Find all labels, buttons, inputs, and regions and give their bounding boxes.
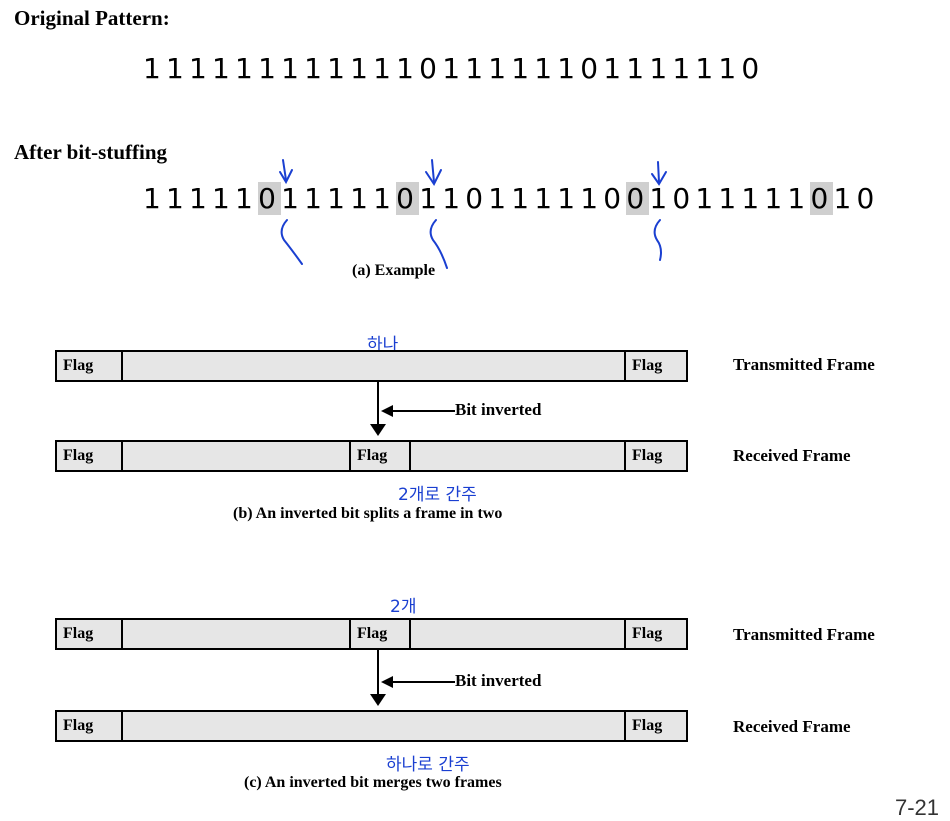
flag-end: Flag	[624, 620, 686, 648]
bit-inverted-pointer	[391, 681, 455, 683]
stuffed-bit-pattern: 11111011111011011111001011111010	[143, 182, 880, 216]
bit-inverted-arrow	[377, 382, 379, 428]
arrow-left-icon	[381, 405, 393, 417]
transmitted-frame: Flag Flag	[55, 350, 688, 382]
bit-segment: 110111110	[419, 182, 627, 215]
stuffed-zero-bit: 0	[396, 182, 420, 215]
arrow-left-icon	[381, 676, 393, 688]
transmitted-frame-label: Transmitted Frame	[733, 625, 875, 644]
received-frame-label: Received Frame	[733, 446, 851, 465]
caption-b: (b) An inverted bit splits a frame in tw…	[233, 505, 503, 522]
annotation-two-frames: 2개로 간주	[398, 485, 477, 505]
flag-end: Flag	[624, 712, 686, 740]
flag-middle: Flag	[349, 620, 411, 648]
bit-segment: 1011111	[649, 182, 811, 215]
arrow-down-icon	[370, 424, 386, 436]
transmitted-frame: Flag Flag Flag	[55, 618, 688, 650]
original-bit-pattern: 111111111111011111101111110	[143, 52, 765, 85]
bit-inverted-pointer	[391, 410, 455, 412]
bit-inverted-arrow	[377, 650, 379, 696]
annotation-one-frame: 하나로 간주	[386, 755, 470, 775]
bit-segment: 10	[833, 182, 880, 215]
caption-a: (a) Example	[352, 262, 436, 279]
flag-start: Flag	[57, 442, 123, 470]
bit-segment: 11111	[281, 182, 397, 215]
bit-inverted-label: Bit inverted	[455, 671, 542, 690]
received-frame-label: Received Frame	[733, 717, 851, 736]
flag-middle: Flag	[349, 442, 411, 470]
original-pattern-heading: Original Pattern:	[14, 6, 170, 30]
flag-start: Flag	[57, 620, 123, 648]
page-number: 7-21	[895, 795, 940, 820]
flag-start: Flag	[57, 352, 123, 380]
received-frame: Flag Flag Flag	[55, 440, 688, 472]
transmitted-frame-label: Transmitted Frame	[733, 355, 875, 374]
bit-inverted-label: Bit inverted	[455, 400, 542, 419]
bit-segment: 11111	[143, 182, 259, 215]
flag-end: Flag	[624, 352, 686, 380]
after-bit-stuffing-heading: After bit-stuffing	[14, 140, 168, 164]
received-frame: Flag Flag	[55, 710, 688, 742]
arrow-down-icon	[370, 694, 386, 706]
flag-end: Flag	[624, 442, 686, 470]
stuffed-zero-bit: 0	[810, 182, 834, 215]
annotation-two: 2개	[390, 597, 417, 617]
stuffed-zero-bit: 0	[258, 182, 282, 215]
flag-start: Flag	[57, 712, 123, 740]
caption-c: (c) An inverted bit merges two frames	[244, 774, 502, 791]
stuffed-zero-bit: 0	[626, 182, 650, 215]
